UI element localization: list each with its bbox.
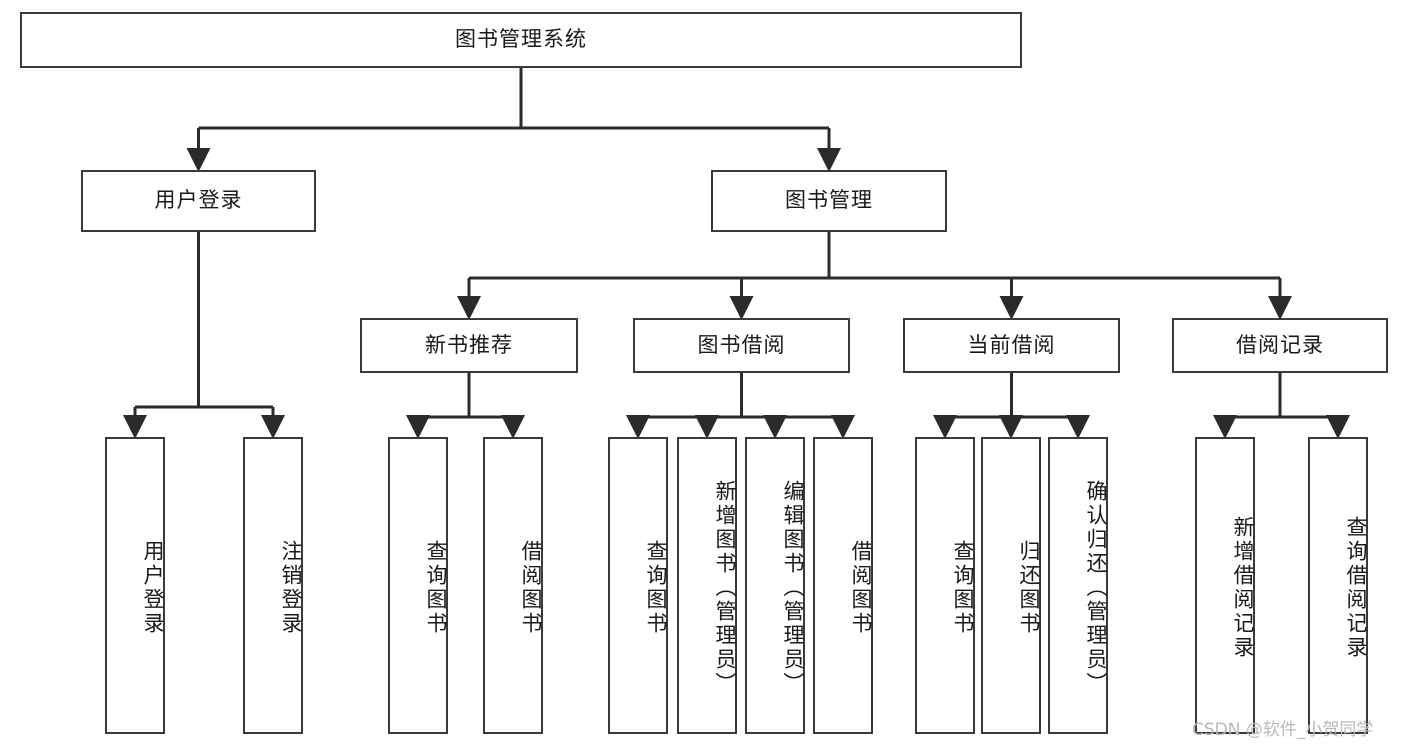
- node-leaf-query-book-borrow[interactable]: 查询图书: [608, 437, 668, 734]
- node-leaf-confirm-return[interactable]: 确认归还（管理员）: [1048, 437, 1108, 734]
- watermark-text: CSDN @软件_小贺同学: [1192, 720, 1374, 740]
- node-book-borrow[interactable]: 图书借阅: [633, 318, 850, 373]
- node-label: 用户登录: [141, 539, 165, 636]
- node-new-book-recommend[interactable]: 新书推荐: [360, 318, 578, 373]
- node-label: 查询图书: [951, 539, 975, 636]
- node-label: 归还图书: [1017, 539, 1041, 636]
- node-label: 新书推荐: [425, 332, 513, 357]
- node-leaf-query-book-recommend[interactable]: 查询图书: [388, 437, 448, 734]
- node-leaf-edit-book[interactable]: 编辑图书（管理员）: [745, 437, 805, 734]
- node-label: 新增图书（管理员）: [713, 479, 737, 696]
- node-root[interactable]: 图书管理系统: [20, 12, 1022, 68]
- node-label: 编辑图书（管理员）: [781, 479, 805, 696]
- node-leaf-query-book-current[interactable]: 查询图书: [915, 437, 975, 734]
- node-leaf-logout[interactable]: 注销登录: [243, 437, 303, 734]
- node-label: 确认归还（管理员）: [1084, 479, 1108, 696]
- node-label: 图书管理: [785, 188, 873, 213]
- node-label: 新增借阅记录: [1231, 515, 1255, 660]
- node-label: 借阅记录: [1236, 332, 1324, 357]
- node-label: 注销登录: [279, 539, 303, 636]
- node-label: 借阅图书: [519, 539, 543, 636]
- node-label: 图书管理系统: [455, 27, 587, 52]
- node-leaf-user-login[interactable]: 用户登录: [105, 437, 165, 734]
- node-label: 用户登录: [154, 188, 243, 213]
- node-leaf-return-book[interactable]: 归还图书: [981, 437, 1041, 734]
- node-leaf-borrow-book[interactable]: 借阅图书: [813, 437, 873, 734]
- node-label: 查询图书: [424, 539, 448, 636]
- node-label: 查询图书: [644, 539, 668, 636]
- node-label: 图书借阅: [697, 332, 786, 357]
- node-borrow-record[interactable]: 借阅记录: [1172, 318, 1388, 373]
- node-leaf-add-borrow-record[interactable]: 新增借阅记录: [1195, 437, 1255, 734]
- node-label: 借阅图书: [849, 539, 873, 636]
- node-user-login[interactable]: 用户登录: [81, 170, 316, 232]
- node-label: 查询借阅记录: [1344, 515, 1368, 660]
- node-current-borrow[interactable]: 当前借阅: [903, 318, 1120, 373]
- node-book-manage[interactable]: 图书管理: [711, 170, 947, 232]
- node-leaf-add-book[interactable]: 新增图书（管理员）: [677, 437, 737, 734]
- node-leaf-borrow-book-recommend[interactable]: 借阅图书: [483, 437, 543, 734]
- node-leaf-query-borrow-record[interactable]: 查询借阅记录: [1308, 437, 1368, 734]
- node-label: 当前借阅: [967, 332, 1056, 357]
